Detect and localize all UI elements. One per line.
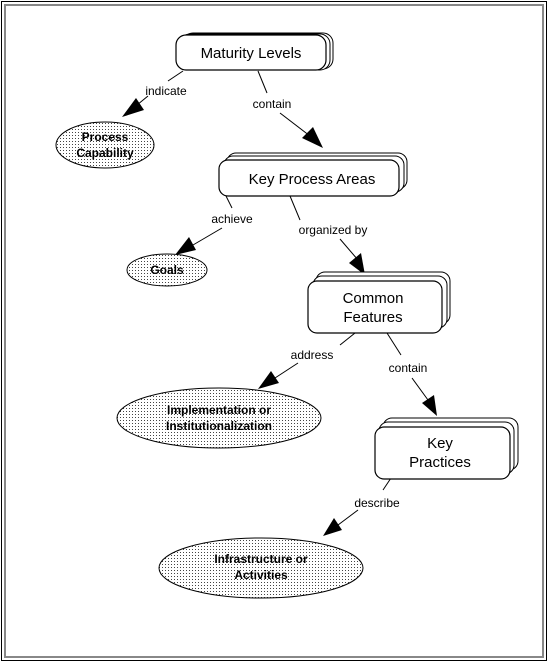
edge-address: address: [258, 332, 356, 389]
node-label-line-2: Features: [343, 309, 402, 326]
node-key-practices: Key Practices: [374, 417, 519, 480]
edge-label-contain-kpa: contain: [253, 97, 292, 111]
node-implementation: Implementation or Institutionalization: [116, 387, 322, 449]
node-label-line-2: Capability: [76, 146, 134, 160]
node-label-line-1: Infrastructure or: [214, 552, 308, 566]
edge-contain-kp: contain: [386, 332, 437, 416]
node-label-line-1: Process: [82, 130, 129, 144]
node-maturity-levels: Maturity Levels: [175, 32, 334, 71]
edge-label-achieve: achieve: [211, 212, 253, 226]
node-label-line-1: Implementation or: [167, 403, 271, 417]
node-label: Goals: [150, 263, 184, 277]
node-label: Key Process Areas: [249, 171, 376, 188]
edge-organized-by: organized by: [289, 195, 368, 275]
edge-label-contain-kp: contain: [389, 361, 428, 375]
node-label-line-2: Institutionalization: [166, 419, 272, 433]
edge-contain-kpa: contain: [253, 70, 323, 148]
node-label-line-2: Activities: [234, 568, 288, 582]
edge-label-organized-by: organized by: [299, 223, 368, 237]
edge-describe: describe: [323, 477, 400, 536]
node-label-line-2: Practices: [409, 454, 471, 471]
node-goals: Goals: [126, 253, 208, 287]
node-label-line-1: Key: [427, 435, 453, 452]
edge-label-indicate: indicate: [145, 84, 187, 98]
diagram-inner-border: [4, 4, 544, 658]
node-label-line-1: Common: [343, 290, 404, 307]
node-common-features: Common Features: [307, 271, 451, 334]
edge-achieve: achieve: [175, 195, 253, 255]
edge-indicate: indicate: [122, 70, 187, 117]
node-infrastructure: Infrastructure or Activities: [158, 537, 364, 599]
edge-label-address: address: [291, 348, 334, 362]
node-key-process-areas: Key Process Areas: [218, 152, 408, 197]
node-process-capability: Process Capability: [55, 121, 155, 169]
node-label: Maturity Levels: [201, 45, 302, 62]
edge-label-describe: describe: [354, 496, 400, 510]
